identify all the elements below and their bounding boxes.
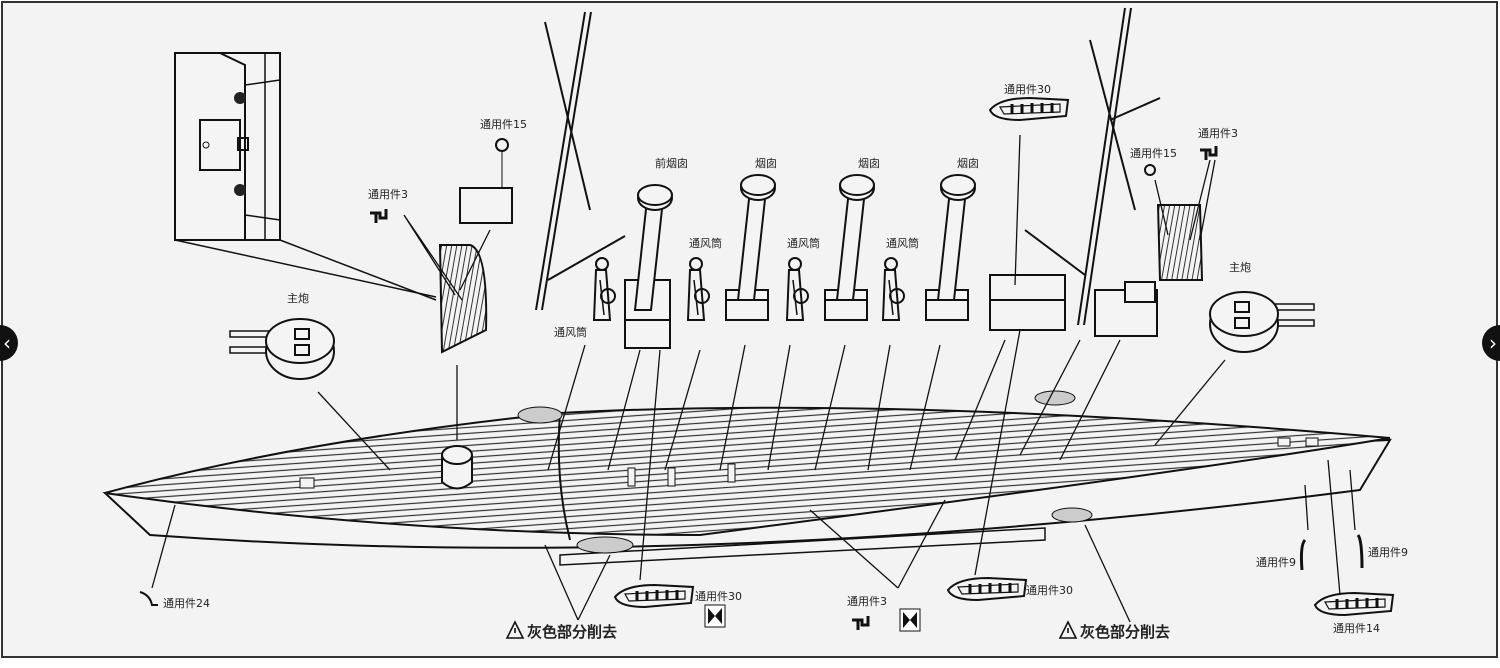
label-part30-top: 通用件30 — [1004, 83, 1051, 96]
cement-mark-icon — [899, 608, 921, 632]
label-part15-right: 通用件15 — [1130, 147, 1177, 160]
ship-hull — [102, 390, 1392, 566]
part24-shape — [139, 591, 158, 606]
previous-image-button[interactable]: ‹ — [0, 325, 18, 361]
label-main-gun-right: 主炮 — [1229, 261, 1251, 274]
part9-right-shape — [1356, 534, 1364, 569]
chevron-right-icon: › — [1489, 331, 1497, 355]
label-cut-grey-left: 灰色部分削去 — [527, 623, 617, 641]
leader-lines — [151, 134, 1356, 623]
detail-inset — [174, 52, 437, 301]
warning-triangle-icon — [505, 620, 525, 639]
label-part30-bottom-left: 通用件30 — [695, 590, 742, 603]
label-cut-grey-right: 灰色部分削去 — [1080, 623, 1170, 641]
label-part3-left: 通用件3 — [368, 188, 408, 201]
label-funnel-2: 烟囱 — [858, 156, 880, 170]
label-part15-left: 通用件15 — [480, 118, 527, 131]
funnels — [229, 96, 1395, 632]
label-funnel-1: 烟囱 — [755, 156, 777, 170]
label-part14: 通用件14 — [1333, 622, 1380, 635]
cement-mark-icon — [704, 604, 726, 628]
warning-triangle-icon — [1058, 620, 1078, 639]
label-part24: 通用件24 — [163, 597, 210, 610]
label-funnel-3: 烟囱 — [957, 156, 979, 170]
label-vent-3: 通风筒 — [886, 236, 919, 250]
label-part9-right: 通用件9 — [1368, 546, 1408, 559]
label-vent-1: 通风筒 — [689, 236, 722, 250]
chevron-left-icon: ‹ — [3, 331, 11, 355]
label-vent-left: 通风筒 — [554, 325, 587, 339]
next-image-button[interactable]: › — [1482, 325, 1500, 361]
label-part30-bottom-right: 通用件30 — [1026, 584, 1073, 597]
masts — [535, 7, 1161, 326]
label-front-funnel: 前烟囱 — [655, 156, 688, 170]
part9-left-shape — [1299, 538, 1307, 571]
label-part9-left: 通用件9 — [1256, 556, 1296, 569]
label-vent-2: 通风筒 — [787, 236, 820, 250]
label-main-gun-left: 主炮 — [287, 292, 309, 305]
label-part3-bottom: 通用件3 — [847, 595, 887, 608]
label-part3-right: 通用件3 — [1198, 127, 1238, 140]
